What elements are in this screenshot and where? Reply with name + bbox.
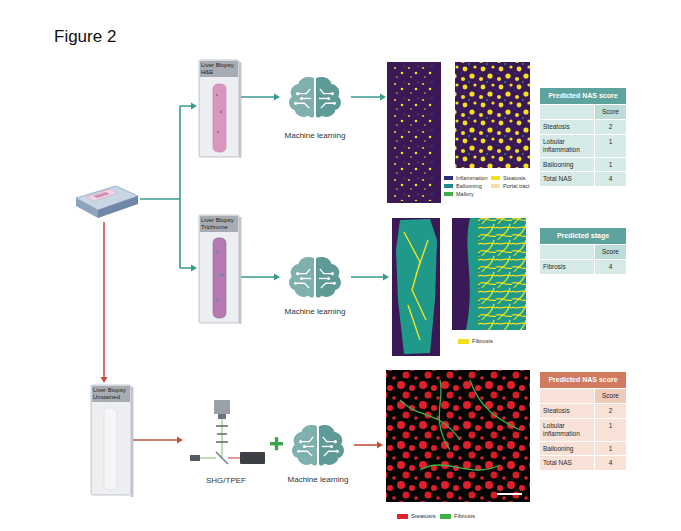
table-cell: Fibrosis — [540, 260, 594, 274]
legend-text: Steatosis — [411, 513, 436, 520]
table-cell-blank — [540, 105, 594, 119]
legend-entry: Inflammation — [444, 175, 488, 182]
scanner-flow-lines — [101, 94, 390, 449]
plus-sign — [270, 437, 283, 450]
legend-entry: Ballooning — [444, 183, 482, 190]
table-cell: Ballooning — [540, 442, 594, 456]
table-cell-blank — [540, 245, 594, 259]
machine-learning-node: Machine learning — [285, 423, 351, 485]
connector-arrow — [133, 437, 183, 444]
icon-caption: Machine learning — [282, 131, 348, 140]
legend-entry: Steatosis — [491, 175, 526, 182]
table-cell: 4 — [595, 456, 626, 470]
table-header: Predicted NAS score — [540, 372, 626, 388]
score-table: Predicted NAS score — [540, 88, 626, 104]
slide-node: Liver Biopsy Unstained — [91, 385, 131, 495]
legend-swatch — [397, 514, 408, 519]
slide-node: Liver Biopsy Trichrome — [199, 215, 239, 323]
table-header: Predicted stage — [540, 228, 626, 244]
table-cell-blank — [540, 389, 594, 403]
table-cell: 1 — [595, 419, 626, 441]
legend-text: Mallory — [456, 191, 474, 198]
connector-arrow — [241, 94, 280, 101]
microscope-node: SHG/TPEF — [185, 398, 267, 486]
legend-entry: Mallory — [444, 191, 474, 198]
table-cell: Steatosis — [540, 404, 594, 418]
table-cell: 4 — [595, 172, 626, 186]
table-cell: Ballooning — [540, 158, 594, 172]
table-cell: Score — [595, 245, 626, 259]
slide-node: Liver Biopsy H&E — [199, 60, 239, 157]
legend-swatch — [444, 184, 453, 188]
machine-learning-node: Machine learning — [282, 255, 348, 317]
table-cell: 1 — [595, 442, 626, 456]
shg-image — [386, 370, 530, 502]
legend-text: Fibrosis — [454, 513, 475, 520]
he-segmentation-images — [387, 62, 530, 203]
legend-entry: Fibrosis — [440, 513, 475, 520]
figure-title: Figure 2 — [54, 28, 116, 47]
table-cell: 4 — [595, 260, 626, 274]
legend-text: Portal tract — [503, 183, 530, 190]
legend-entry: Steatosis — [397, 513, 436, 520]
table-cell: 2 — [595, 120, 626, 134]
legend-swatch — [491, 184, 500, 188]
connector-arrow — [241, 274, 280, 281]
slide-label: Liver Biopsy H&E — [200, 61, 238, 77]
table-cell: Score — [595, 389, 626, 403]
legend-text: Steatosis — [503, 175, 526, 182]
microscope-icon — [190, 400, 265, 464]
legend-swatch — [440, 514, 451, 519]
table-cell: Lobular inflammation — [540, 135, 594, 157]
icon-caption: Machine learning — [285, 475, 351, 484]
table-header: Predicted NAS score — [540, 88, 626, 104]
legend-entry: Fibrosis — [458, 338, 493, 345]
icon-caption: Machine learning — [282, 307, 348, 316]
slide-label: Liver Biopsy Unstained — [92, 386, 130, 402]
table-cell: Total NAS — [540, 456, 594, 470]
table-cell: Total NAS — [540, 172, 594, 186]
scanner-icon — [76, 186, 138, 218]
legend-swatch — [444, 192, 453, 196]
table-cell: Lobular inflammation — [540, 419, 594, 441]
table-cell: 1 — [595, 158, 626, 172]
table-cell: Steatosis — [540, 120, 594, 134]
legend-entry: Portal tract — [491, 183, 530, 190]
slide-label: Liver Biopsy Trichrome — [200, 216, 238, 232]
glass-slides — [91, 60, 242, 497]
legend-text: Inflammation — [456, 175, 488, 182]
machine-learning-node: Machine learning — [282, 75, 348, 141]
legend-swatch — [458, 339, 469, 344]
score-table: Predicted stage — [540, 228, 626, 244]
legend-text: Fibrosis — [472, 338, 493, 345]
legend-swatch — [491, 176, 500, 180]
trichrome-segmentation-images — [392, 218, 526, 356]
microscope-caption: SHG/TPEF — [185, 476, 267, 485]
score-table: Predicted NAS score — [540, 372, 626, 388]
legend-text: Ballooning — [456, 183, 482, 190]
table-cell: 1 — [595, 135, 626, 157]
legend-swatch — [444, 176, 453, 180]
table-cell: 2 — [595, 404, 626, 418]
table-cell: Score — [595, 105, 626, 119]
